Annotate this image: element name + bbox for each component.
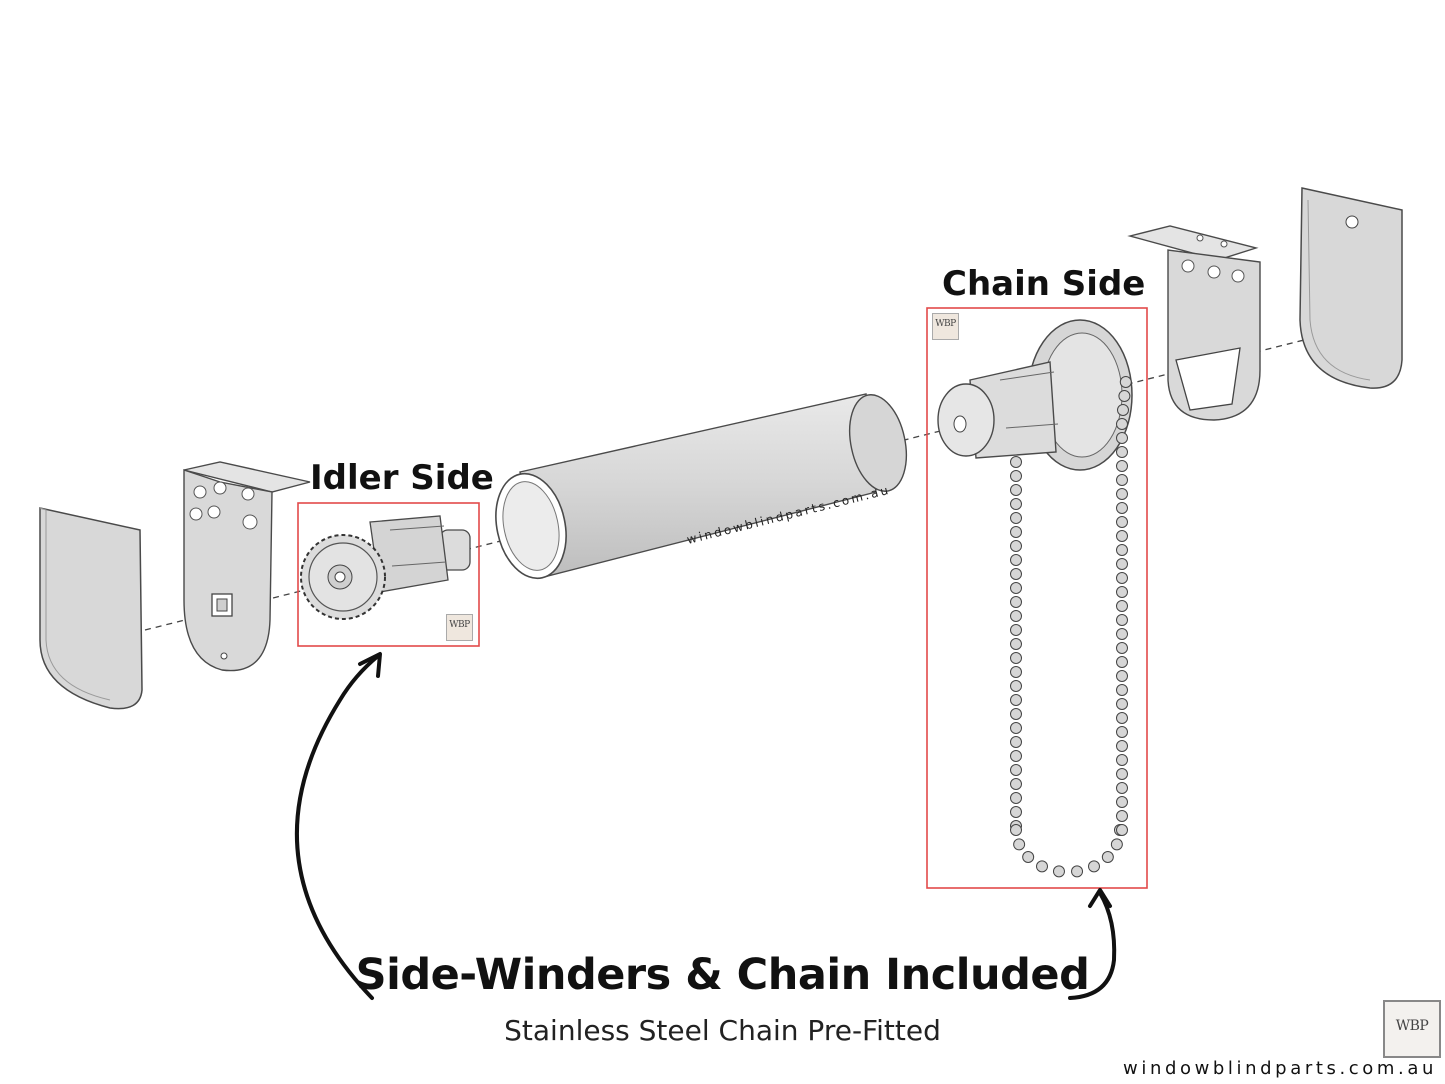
arrow-to-idler-head <box>358 652 382 678</box>
brand-logo: WBP <box>1383 1000 1441 1058</box>
chain-bead <box>1010 824 1022 836</box>
chain-bead <box>1010 708 1022 720</box>
chain-bead <box>1116 446 1128 458</box>
chain-bead <box>1116 796 1128 808</box>
chain-bead <box>1010 778 1022 790</box>
right-bracket <box>1127 225 1261 421</box>
chain-bead <box>1010 610 1022 622</box>
roller-tube: windowblindparts.com.au <box>495 393 908 580</box>
chain-bead <box>1119 376 1132 388</box>
chain-bead <box>1116 712 1128 724</box>
chain-bead <box>1116 768 1128 780</box>
chain-bead <box>1116 628 1128 640</box>
chain-bead <box>1116 544 1128 556</box>
chain-bead <box>1116 474 1128 486</box>
footer-url: windowblindparts.com.au <box>1123 1058 1437 1079</box>
chain-bead <box>1010 806 1022 818</box>
chain-bead <box>1010 694 1022 706</box>
chain-bead <box>1116 530 1128 542</box>
chain-bead <box>1010 624 1022 636</box>
chain-bead <box>1010 484 1022 496</box>
logo-text: WBP <box>449 620 470 630</box>
ball-chain <box>1010 376 1132 878</box>
chain-bead <box>1010 456 1022 468</box>
arrow-to-chain <box>1068 891 1117 1000</box>
chain-bead <box>1116 684 1128 696</box>
chain-winder <box>937 319 1133 471</box>
chain-bead <box>1010 470 1022 482</box>
chain-bead <box>1010 568 1022 580</box>
chain-bead <box>1116 782 1128 794</box>
chain-bead <box>1117 404 1129 416</box>
chain-bead <box>1116 642 1128 654</box>
brand-logo-text: WBP <box>1395 1018 1429 1034</box>
chain-bead <box>1010 512 1022 524</box>
chain-bead <box>1116 586 1128 598</box>
chain-bead <box>1116 656 1128 668</box>
chain-bead <box>1010 764 1022 776</box>
idler-winder <box>300 515 471 620</box>
chain-bead <box>1036 860 1048 873</box>
chain-bead <box>1116 572 1128 584</box>
chain-bead <box>1116 502 1128 514</box>
chain-bead <box>1116 600 1128 612</box>
chain-bead <box>1116 488 1128 500</box>
chain-bead <box>1010 554 1022 566</box>
left-end-cap <box>39 507 143 710</box>
chain-bead <box>1116 824 1128 836</box>
idler-watermark-logo: WBP <box>446 614 473 641</box>
chain-bead <box>1071 865 1084 878</box>
chain-bead <box>1116 810 1128 822</box>
chain-bead <box>1116 516 1128 528</box>
chain-side-label: Chain Side <box>942 264 1146 304</box>
left-bracket <box>183 461 311 672</box>
chain-watermark-logo: WBP <box>932 313 959 340</box>
idler-side-label: Idler Side <box>310 458 494 498</box>
chain-bead <box>1010 638 1022 650</box>
chain-bead <box>1010 722 1022 734</box>
chain-bead <box>1010 540 1022 552</box>
chain-bead <box>1022 850 1035 863</box>
chain-bead <box>1010 736 1022 748</box>
subheadline: Stainless Steel Chain Pre-Fitted <box>504 1014 941 1047</box>
right-end-cap <box>1299 187 1403 389</box>
chain-bead <box>1010 666 1022 678</box>
chain-bead <box>1010 498 1022 510</box>
chain-bead <box>1010 792 1022 804</box>
logo-text: WBP <box>935 319 956 329</box>
chain-bead <box>1116 670 1128 682</box>
chain-bead <box>1116 614 1128 626</box>
chain-bead <box>1116 418 1128 430</box>
chain-bead <box>1116 698 1128 710</box>
headline: Side-Winders & Chain Included <box>355 950 1090 1000</box>
chain-bead <box>1010 582 1022 594</box>
arrow-to-chain-head <box>1088 888 1112 908</box>
chain-bead <box>1088 860 1100 873</box>
chain-bead <box>1116 740 1128 752</box>
idler-highlight-box <box>297 502 480 647</box>
chain-bead <box>1010 680 1022 692</box>
chain-bead <box>1013 838 1026 851</box>
chain-bead <box>1116 460 1128 472</box>
chain-bead <box>1116 432 1128 444</box>
chain-highlight-box <box>926 307 1148 889</box>
chain-bead <box>1052 865 1065 878</box>
arrow-to-idler <box>294 654 380 1000</box>
chain-bead <box>1010 596 1022 608</box>
chain-bead <box>1010 652 1022 664</box>
chain-bead <box>1116 754 1128 766</box>
chain-bead <box>1118 390 1131 402</box>
chain-bead <box>1110 838 1123 851</box>
chain-bead <box>1101 850 1114 863</box>
chain-bead <box>1010 750 1022 762</box>
chain-bead <box>1116 558 1128 570</box>
chain-bead <box>1010 526 1022 538</box>
chain-bead <box>1116 726 1128 738</box>
